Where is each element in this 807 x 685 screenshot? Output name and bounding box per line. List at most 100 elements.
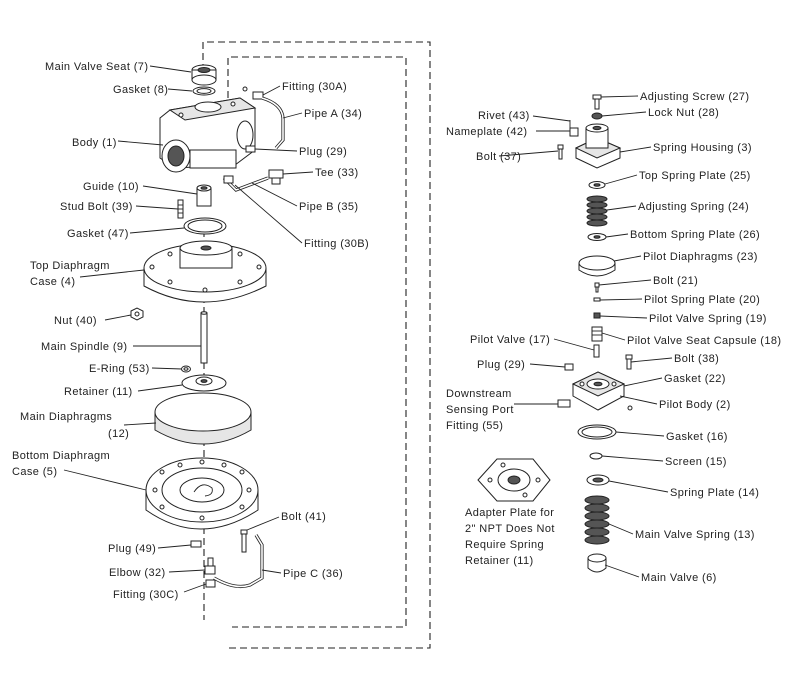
main-valve-seat-part (191, 64, 217, 86)
label-top-diaphragm-case-line2: Case (4) (30, 276, 75, 288)
pipe-c-part (213, 534, 264, 589)
label-rivet: Rivet (43) (478, 110, 530, 122)
label-bottom-diaphragm-case-line2: Case (5) (12, 466, 57, 478)
gasket-47-part (183, 217, 227, 235)
fitting-30a-part (242, 86, 264, 100)
label-adjusting-spring: Adjusting Spring (24) (638, 201, 749, 213)
main-diaphragms-part (154, 392, 252, 445)
label-retainer: Retainer (11) (64, 386, 133, 398)
bottom-diaphragm-case-part (145, 457, 259, 530)
label-adapter-plate-line2: 2" NPT Does Not (465, 523, 555, 535)
part-labels: Main Valve Seat (7) Gasket (8) Body (1) … (12, 61, 781, 601)
label-fitting-30b: Fitting (30B) (304, 238, 369, 250)
label-bottom-diaphragm-case-line1: Bottom Diaphragm (12, 450, 110, 462)
label-top-diaphragm-case-line1: Top Diaphragm (30, 260, 110, 272)
label-downstream-line1: Downstream (446, 388, 512, 400)
label-main-valve-seat: Main Valve Seat (7) (45, 61, 148, 73)
pilot-body-part (571, 371, 633, 411)
bolt-37-part (557, 144, 564, 160)
nameplate-part (569, 127, 579, 137)
label-bolt-37: Bolt (37) (476, 151, 521, 163)
label-adapter-plate-line3: Require Spring (465, 539, 544, 551)
main-valve-spring-part (584, 495, 610, 545)
label-screen: Screen (15) (665, 456, 727, 468)
bolt-38-part (625, 354, 633, 370)
label-gasket-16: Gasket (16) (666, 431, 728, 443)
label-guide: Guide (10) (83, 181, 139, 193)
gasket-8-part (192, 86, 216, 96)
pilot-spring-plate-part (593, 297, 601, 302)
e-ring-part (181, 365, 191, 373)
label-main-diaphragms-line2: (12) (108, 428, 129, 440)
label-nut: Nut (40) (54, 315, 97, 327)
label-bolt-38: Bolt (38) (674, 353, 719, 365)
label-plug-49: Plug (49) (108, 543, 156, 555)
adapter-plate-part (477, 458, 551, 502)
label-downstream-line2: Sensing Port (446, 404, 514, 416)
downstream-fitting-part (557, 399, 571, 408)
label-adapter-plate-line4: Retainer (11) (465, 555, 534, 567)
top-spring-plate-part (588, 181, 606, 189)
label-main-valve: Main Valve (6) (641, 572, 717, 584)
label-pilot-spring-plate: Pilot Spring Plate (20) (644, 294, 760, 306)
label-plug-29-right: Plug (29) (477, 359, 525, 371)
stud-bolt-part (177, 199, 184, 219)
label-top-spring-plate: Top Spring Plate (25) (639, 170, 751, 182)
elbow-part (204, 557, 216, 575)
label-fitting-30a: Fitting (30A) (282, 81, 347, 93)
bolt-21-part (594, 282, 600, 293)
adjusting-spring-part (586, 195, 608, 227)
label-pilot-valve-seat-capsule: Pilot Valve Seat Capsule (18) (627, 335, 781, 347)
label-spring-housing: Spring Housing (3) (653, 142, 752, 154)
main-valve-part (587, 553, 607, 573)
pipe-a-part (261, 96, 285, 150)
lock-nut-part (591, 112, 603, 120)
label-gasket-22: Gasket (22) (664, 373, 726, 385)
label-adjusting-screw: Adjusting Screw (27) (640, 91, 750, 103)
tee-part (268, 169, 284, 185)
body-part (159, 97, 257, 173)
spring-plate-part (586, 474, 610, 486)
label-pipe-a: Pipe A (34) (304, 108, 362, 120)
label-elbow: Elbow (32) (109, 567, 166, 579)
label-pilot-body: Pilot Body (2) (659, 399, 731, 411)
label-fitting-30c: Fitting (30C) (113, 589, 179, 601)
nut-part (130, 307, 144, 321)
screen-part (589, 452, 603, 460)
plug-29-right-part (564, 363, 574, 371)
pilot-diaphragms-part (578, 255, 616, 277)
plug-29-left-part (245, 145, 256, 153)
label-lock-nut: Lock Nut (28) (648, 107, 719, 119)
label-stud-bolt: Stud Bolt (39) (60, 201, 133, 213)
label-body: Body (1) (72, 137, 117, 149)
plug-49-part (190, 540, 202, 548)
adjusting-screw-part (592, 94, 602, 110)
pilot-valve-spring-part (593, 312, 601, 319)
label-gasket-47: Gasket (47) (67, 228, 129, 240)
spring-housing-part (574, 123, 622, 169)
main-spindle-part (200, 311, 208, 364)
fitting-30b-part (223, 175, 234, 184)
pilot-valve-part (593, 344, 600, 358)
label-pilot-valve: Pilot Valve (17) (470, 334, 550, 346)
label-e-ring: E-Ring (53) (89, 363, 150, 375)
guide-part (196, 184, 212, 207)
label-main-diaphragms-line1: Main Diaphragms (20, 411, 112, 423)
bolt-41-part (240, 529, 248, 553)
label-tee: Tee (33) (315, 167, 359, 179)
label-pilot-valve-spring: Pilot Valve Spring (19) (649, 313, 767, 325)
label-bolt-21: Bolt (21) (653, 275, 698, 287)
label-nameplate: Nameplate (42) (446, 126, 527, 138)
label-main-spindle: Main Spindle (9) (41, 341, 128, 353)
retainer-part (181, 374, 227, 392)
label-downstream-line3: Fitting (55) (446, 420, 503, 432)
bottom-spring-plate-part (587, 233, 607, 241)
label-main-valve-spring: Main Valve Spring (13) (635, 529, 755, 541)
pilot-valve-seat-capsule-part (591, 326, 603, 342)
label-pipe-c: Pipe C (36) (283, 568, 343, 580)
label-adapter-plate-line1: Adapter Plate for (465, 507, 554, 519)
label-spring-plate: Spring Plate (14) (670, 487, 759, 499)
sensing-line-hose (202, 41, 431, 649)
